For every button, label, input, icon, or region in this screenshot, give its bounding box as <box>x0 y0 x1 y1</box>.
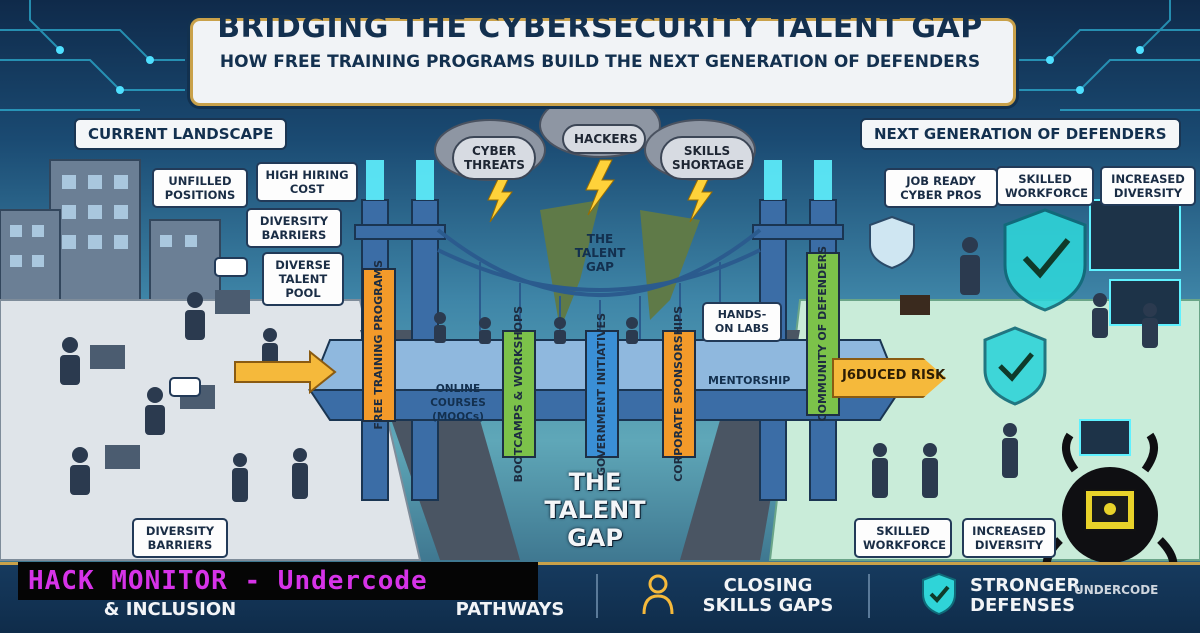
note-high-hiring-cost: HIGH HIRING COST <box>256 162 358 202</box>
banner-bootcamps: BOOTCAMPS & WORKSHOPS <box>502 306 536 482</box>
banner-bootcamps-label: BOOTCAMPS & WORKSHOPS <box>512 305 525 483</box>
banner-government-label: GOVERNMENT INITIATIVES <box>595 312 608 476</box>
banner-government: GOVERNMENT INITIATIVES <box>585 313 619 476</box>
note-diversity-barriers: DIVERSITY BARRIERS <box>246 208 342 248</box>
label-online-courses: ONLINE COURSES (MOOCs) <box>430 383 486 423</box>
talent-gap-small-label: THE TALENT GAP <box>574 232 626 274</box>
talent-gap-big-label: THE TALENT GAP <box>544 468 646 552</box>
note-job-ready: JOB READY CYBER PROS <box>884 168 998 208</box>
note-diversity-barriers-bottom: DIVERSITY BARRIERS <box>132 518 228 558</box>
bottom-divider <box>868 574 870 618</box>
current-landscape-heading: CURRENT LANDSCAPE <box>74 118 288 150</box>
bottom-item-stronger-defenses: STRONGER DEFENSES <box>970 575 1081 616</box>
shield-icon <box>922 572 956 616</box>
person-icon <box>642 574 674 615</box>
bottom-divider <box>596 574 598 618</box>
bottom-item-closing-skills: CLOSING SKILLS GAPS <box>702 575 834 616</box>
cloud-hackers: HACKERS <box>562 124 646 154</box>
watermark-box <box>18 562 538 600</box>
banner-corporate: CORPORATE SPONSORSHIPS <box>662 306 696 482</box>
reduced-risk-label: J6DUCED RISK <box>842 368 946 383</box>
cloud-cyber-threats: CYBER THREATS <box>452 136 536 180</box>
banner-free-training-label: FREE TRAINING PROGRAMS <box>372 260 385 430</box>
note-skilled-workforce: SKILLED WORKFORCE <box>996 166 1094 206</box>
note-diverse-talent-pool: DIVERSE TALENT POOL <box>262 252 344 306</box>
next-generation-heading: NEXT GENERATION OF DEFENDERS <box>860 118 1181 150</box>
note-increased-diversity-bottom: INCREASED DIVERSITY <box>962 518 1056 558</box>
page-title: BRIDGING THE CYBERSECURITY TALENT GAP <box>217 10 983 45</box>
banner-free-training: FREE TRAINING PROGRAMS <box>362 260 396 430</box>
reduced-risk-arrow <box>832 358 946 398</box>
title-box <box>190 18 1016 106</box>
bottom-item-inclusion: & INCLUSION <box>103 599 237 620</box>
note-unfilled-positions: UNFILLED POSITIONS <box>152 168 248 208</box>
undercode-logo-text: UNDERCODE <box>1074 583 1159 597</box>
label-hands-on-labs: HANDS-ON LABS <box>702 302 782 342</box>
label-mentorship: MENTORSHIP <box>708 374 791 387</box>
page-subtitle: HOW FREE TRAINING PROGRAMS BUILD THE NEX… <box>219 52 981 72</box>
banner-corporate-label: CORPORATE SPONSORSHIPS <box>672 306 685 482</box>
cloud-skills-shortage: SKILLS SHORTAGE <box>660 136 754 180</box>
banner-community-label: COMMUNITY OF DEFENDERS <box>816 246 829 422</box>
bottom-item-pathways: PATHWAYS <box>455 599 565 620</box>
note-increased-diversity: INCREASED DIVERSITY <box>1100 166 1196 206</box>
note-skilled-workforce-bottom: SKILLED WORKFORCE <box>854 518 952 558</box>
watermark-text: HACK MONITOR - Undercode <box>28 566 428 596</box>
